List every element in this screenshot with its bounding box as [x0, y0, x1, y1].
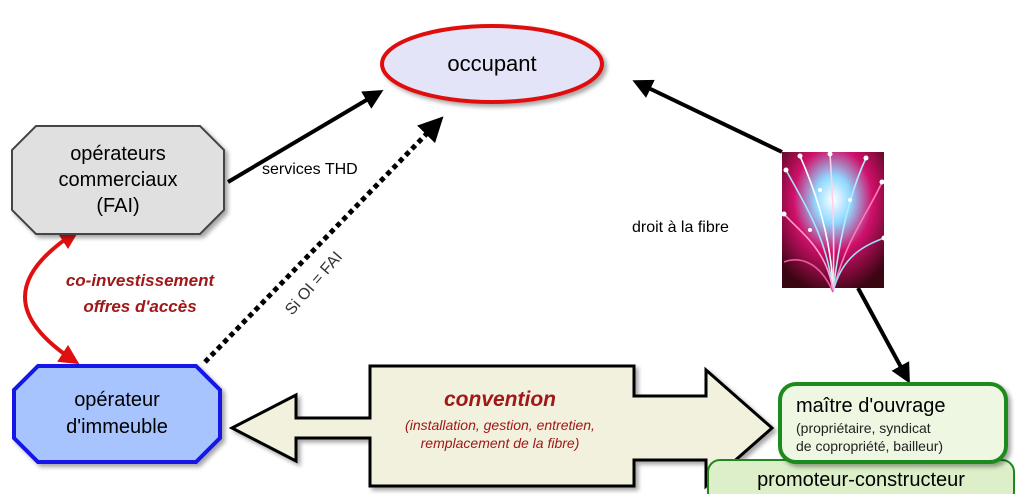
operateurs-commerciaux-line-1: opérateurs: [70, 143, 166, 165]
operateurs-commerciaux-node: [11, 125, 225, 235]
convention-title: convention: [444, 388, 556, 411]
co-investissement-arrow: [23, 229, 80, 365]
maitre-ouvrage-subtitle-1: (propriétaire, syndicat: [796, 420, 931, 436]
maitre-ouvrage-node: [778, 382, 1008, 464]
fiber-to-occupant-arrow: [632, 79, 783, 154]
maitre-ouvrage-subtitle-2: de copropriété, bailleur): [796, 438, 943, 454]
co-investissement-label: co-investissement: [66, 271, 216, 290]
maitre-ouvrage-title: maître d'ouvrage: [796, 395, 945, 417]
convention-detail-line-2: remplacement de la fibre): [421, 435, 580, 451]
fiber-optic-image: [781, 151, 887, 293]
convention-detail-line-1: (installation, gestion, entretien,: [405, 417, 595, 433]
services-arrow: [226, 89, 384, 184]
offres-acces-label: offres d'accès: [83, 297, 196, 316]
operateur-immeuble-line-2: d'immeuble: [66, 416, 168, 438]
occupant-label: occupant: [447, 51, 536, 76]
operateur-immeuble-node: [12, 364, 222, 464]
promoteur-constructeur-label: promoteur-constructeur: [757, 469, 965, 491]
operateurs-commerciaux-line-3: (FAI): [96, 195, 139, 217]
services-thd-label: services THD: [262, 161, 358, 178]
si-oi-dotted-arrow: [203, 116, 444, 364]
convention-arrow-shape: [228, 364, 775, 490]
fiber-to-ouvrage-arrow: [856, 287, 910, 384]
droit-fibre-label: droit à la fibre: [632, 219, 729, 236]
occupant-node: [380, 24, 604, 104]
operateur-immeuble-line-1: opérateur: [74, 389, 160, 411]
operateurs-commerciaux-line-2: commerciaux: [59, 169, 178, 191]
si-oi-label: Si OI = FAI: [282, 249, 346, 319]
